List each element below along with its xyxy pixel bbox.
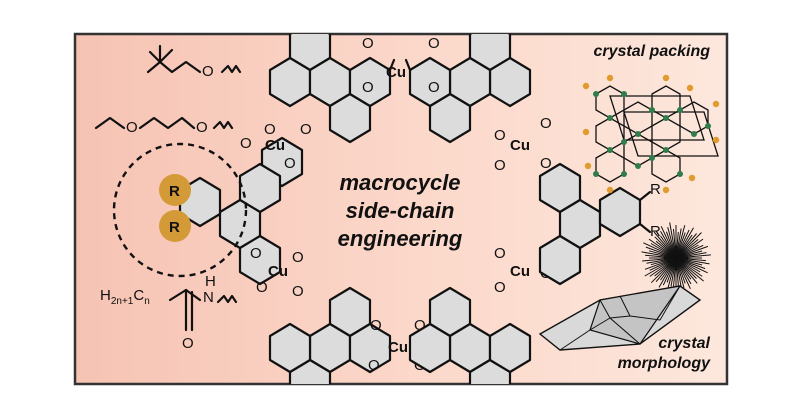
r-label-right-bottom: R [650, 223, 661, 240]
cu-label-top: Cu [386, 64, 406, 81]
urchin-spike [675, 254, 711, 259]
side-chain-alkylamide: H2n+1Cn O N H [100, 273, 238, 352]
svg-text:O: O [250, 245, 262, 262]
cu-node-top: O O O O Cu [362, 35, 440, 96]
nitrogen-label: N [203, 289, 214, 306]
oxygen-label-2: O [126, 119, 138, 136]
crystal-urchin [641, 222, 711, 294]
urchin-spike [675, 232, 702, 259]
svg-text:O: O [362, 79, 374, 96]
r-label-right-top: R [650, 181, 661, 198]
cu-node-right-upper: O O O O Cu [494, 115, 552, 174]
svg-text:O: O [292, 249, 304, 266]
svg-text:O: O [368, 357, 380, 374]
svg-text:O: O [256, 279, 268, 296]
urchin-spike [675, 257, 708, 274]
svg-text:O: O [428, 79, 440, 96]
svg-text:O: O [264, 121, 276, 138]
triphenylene-top-right [408, 34, 532, 144]
urchin-spike [643, 242, 677, 259]
svg-text:O: O [370, 317, 382, 334]
urchin-spike [669, 222, 677, 259]
cu-label-left-upper: Cu [265, 137, 285, 154]
cu-label-right-lower: Cu [510, 263, 530, 280]
oxygen-label-3: O [196, 119, 208, 136]
svg-text:O: O [300, 121, 312, 138]
svg-text:O: O [494, 127, 506, 144]
urchin-spike [675, 227, 694, 259]
oxygen-label-4: O [182, 335, 194, 352]
center-title: macrocycle side-chain engineering [338, 170, 463, 251]
urchin-spike [644, 257, 677, 277]
crystal-packing-label: crystal packing [594, 43, 711, 60]
r-group-highlight: R R [112, 142, 248, 278]
hydrogen-label: H [205, 273, 216, 290]
urchin-spike [653, 231, 677, 259]
svg-text:O: O [414, 317, 426, 334]
crystal-polyhedron [538, 285, 702, 351]
urchin-spike [650, 257, 677, 284]
oxygen-label-1: O [202, 63, 214, 80]
cu-label-left-lower: Cu [268, 263, 288, 280]
cu-label-right-upper: Cu [510, 137, 530, 154]
side-chain-ethoxyethoxy: O O [94, 116, 234, 136]
cu-node-left-lower: O O O O Cu [250, 245, 304, 300]
center-title-line2: side-chain [346, 198, 455, 223]
svg-text:O: O [428, 35, 440, 52]
center-title-line3: engineering [338, 226, 463, 251]
side-chain-neopentyloxy: O [146, 44, 242, 80]
crystal-packing-lattice [582, 74, 720, 194]
r-label-left-top: R [169, 183, 180, 200]
svg-text:O: O [284, 155, 296, 172]
triphenylene-top-left [268, 34, 392, 144]
svg-text:O: O [494, 157, 506, 174]
crystal-morphology-label-line1: crystal [658, 335, 710, 352]
urchin-spike [660, 226, 677, 259]
svg-text:O: O [540, 155, 552, 172]
triphenylene-right: R R [538, 162, 661, 286]
urchin-spike [675, 257, 704, 282]
r-label-left-bottom: R [169, 219, 180, 236]
svg-text:O: O [240, 135, 252, 152]
triphenylene-bottom-left [268, 286, 392, 384]
svg-text:O: O [494, 245, 506, 262]
svg-text:O: O [362, 35, 374, 52]
formula-label: H2n+1Cn [100, 287, 150, 307]
svg-text:O: O [540, 115, 552, 132]
crystal-morphology-label-line2: morphology [618, 355, 712, 372]
center-title-line1: macrocycle [339, 170, 460, 195]
urchin-spike [675, 257, 691, 290]
svg-text:O: O [494, 279, 506, 296]
svg-text:O: O [292, 283, 304, 300]
cu-label-bottom: Cu [388, 339, 408, 356]
triphenylene-bottom-right [408, 286, 532, 384]
